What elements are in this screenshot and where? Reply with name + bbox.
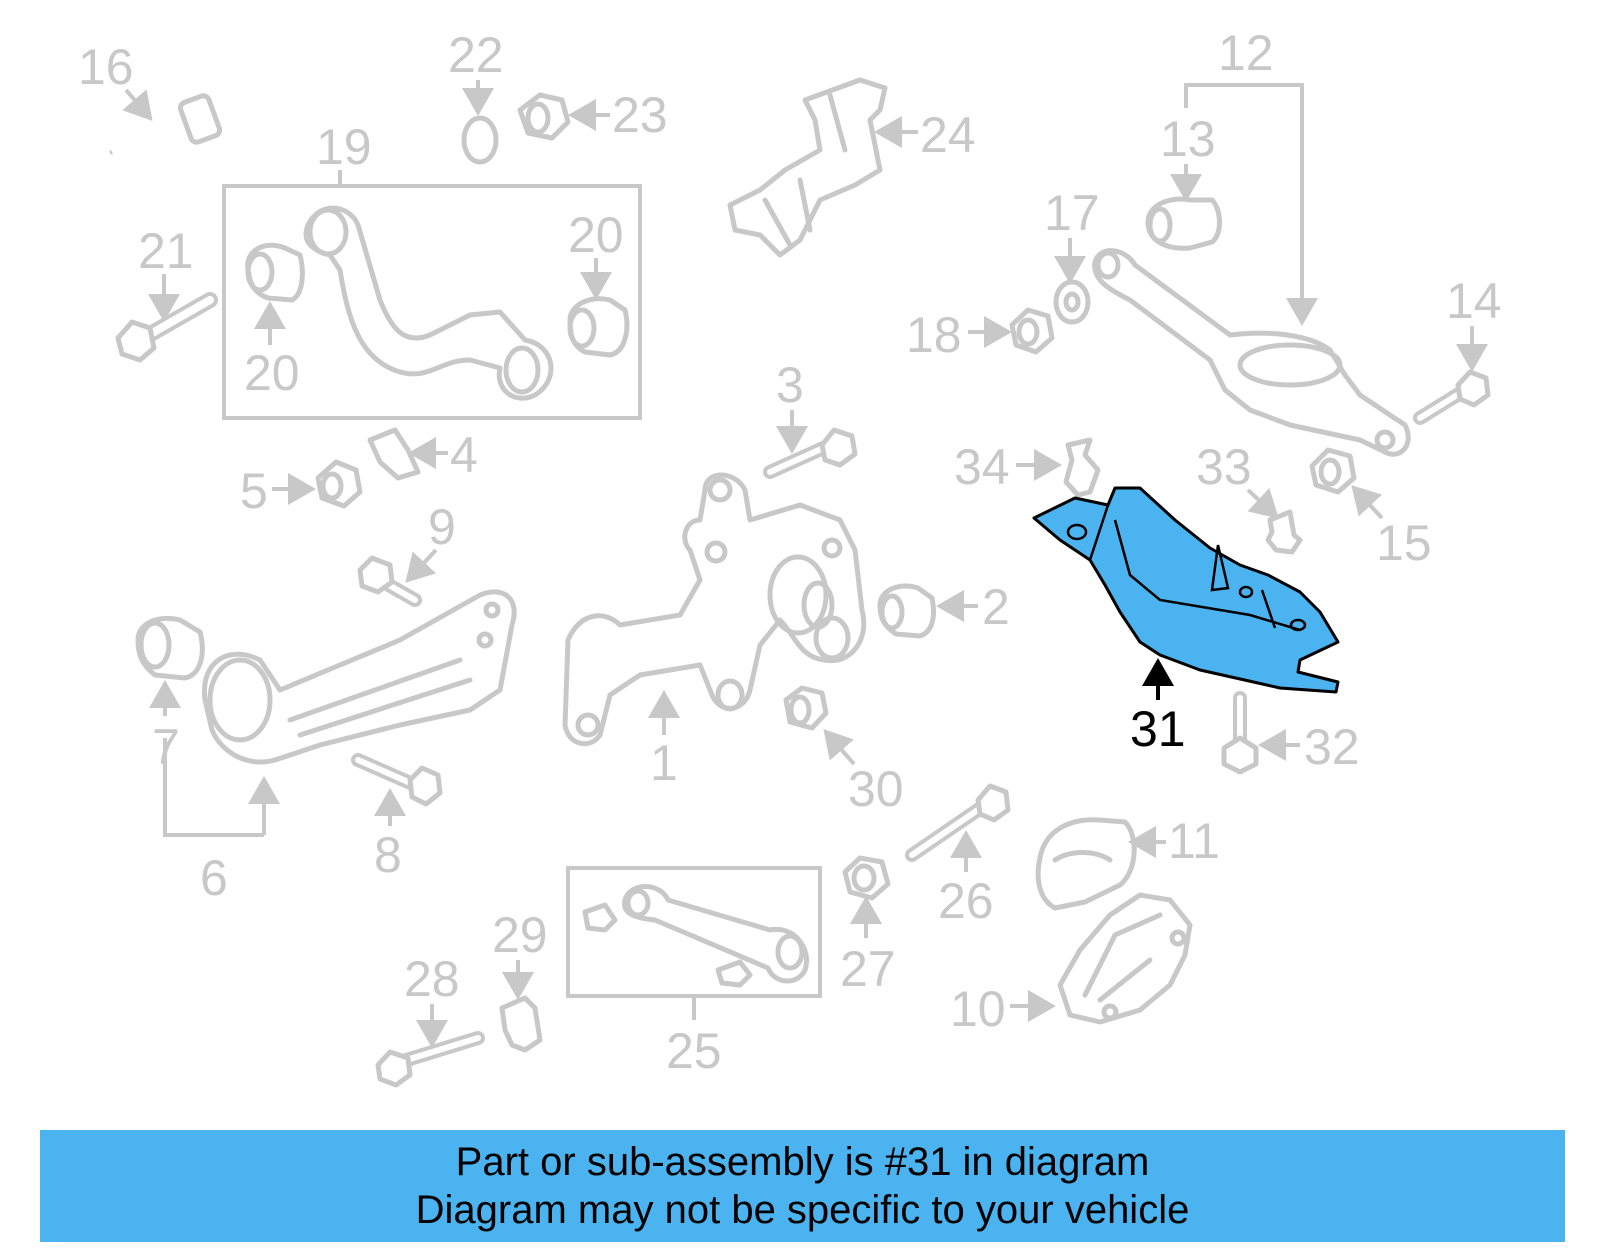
info-banner: Part or sub-assembly is #31 in diagram D…	[40, 1130, 1565, 1242]
label-24[interactable]: 24	[920, 107, 976, 163]
part-24-bracket	[727, 77, 888, 258]
label-15[interactable]: 15	[1376, 515, 1432, 571]
part-10-bracket	[1057, 892, 1193, 1025]
label-21[interactable]: 21	[138, 223, 194, 279]
part-30-nut	[783, 685, 829, 731]
label-4[interactable]: 4	[450, 427, 478, 483]
part-8-bolt	[351, 753, 443, 807]
label-14[interactable]: 14	[1446, 273, 1502, 329]
label-23[interactable]: 23	[612, 87, 668, 143]
part-16-bolt	[109, 93, 223, 155]
label-32[interactable]: 32	[1304, 719, 1360, 775]
label-30[interactable]: 30	[848, 761, 904, 817]
part-17-washer	[1053, 279, 1091, 325]
part-3-bolt	[763, 427, 858, 479]
part-14-bolt	[1413, 369, 1491, 425]
part-7-bushing	[135, 615, 205, 681]
part-5-nut	[315, 459, 363, 509]
label-31[interactable]: 31	[1130, 701, 1186, 757]
part-12-lower-arm	[1092, 248, 1411, 457]
label-34[interactable]: 34	[954, 439, 1010, 495]
part-28-bolt	[375, 1031, 485, 1088]
part-9-bolt	[357, 555, 422, 607]
label-5[interactable]: 5	[240, 463, 268, 519]
label-11[interactable]: 11	[1168, 813, 1220, 869]
part-18-nut	[1009, 307, 1055, 355]
label-1[interactable]: 1	[650, 735, 678, 791]
part-4-plate	[367, 427, 421, 481]
label-10[interactable]: 10	[950, 981, 1006, 1037]
label-27[interactable]: 27	[840, 941, 896, 997]
part-26-bolt	[905, 783, 1011, 862]
banner-line-2: Diagram may not be specific to your vehi…	[415, 1188, 1190, 1232]
part-32-bolt	[1221, 691, 1259, 775]
part-34-clip	[1063, 437, 1101, 498]
part-1-knuckle	[562, 472, 867, 747]
part-6-trailing-arm	[201, 589, 517, 765]
label-8[interactable]: 8	[374, 827, 402, 883]
part-11-cover	[1035, 817, 1137, 911]
label-26[interactable]: 26	[938, 873, 994, 929]
label-22[interactable]: 22	[448, 27, 504, 83]
label-13[interactable]: 13	[1160, 111, 1216, 167]
part-20-bushing-right	[567, 296, 630, 358]
part-29-plate	[499, 995, 543, 1053]
label-28[interactable]: 28	[404, 951, 460, 1007]
info-banner-background	[40, 1130, 1565, 1242]
label-20-right[interactable]: 20	[568, 207, 624, 263]
label-3[interactable]: 3	[776, 357, 804, 413]
part-25-link	[582, 884, 809, 988]
label-33[interactable]: 33	[1196, 439, 1252, 495]
label-2[interactable]: 2	[982, 579, 1010, 635]
label-6[interactable]: 6	[200, 850, 228, 906]
label-19[interactable]: 19	[316, 119, 372, 175]
part-22-o-ring	[461, 115, 499, 165]
part-27-nut	[842, 855, 891, 901]
part-2-bushing	[877, 583, 936, 639]
label-12[interactable]: 12	[1218, 25, 1274, 81]
label-9[interactable]: 9	[428, 499, 456, 555]
part-15-nut	[1309, 447, 1357, 495]
label-25[interactable]: 25	[666, 1023, 722, 1079]
label-29[interactable]: 29	[492, 907, 548, 963]
part-13-bushing	[1145, 196, 1222, 251]
part-33-pin	[1265, 509, 1303, 555]
label-7[interactable]: 7	[152, 719, 180, 775]
label-20-left[interactable]: 20	[244, 345, 300, 401]
part-20-bushing-left	[245, 242, 305, 303]
label-18[interactable]: 18	[906, 307, 962, 363]
label-16[interactable]: 16	[78, 39, 134, 95]
part-19-upper-arm	[303, 205, 554, 401]
group-19-box	[222, 184, 642, 420]
part-23-nut	[517, 92, 571, 141]
part-31-splash-guard[interactable]	[1032, 486, 1340, 694]
label-17[interactable]: 17	[1044, 185, 1100, 241]
banner-line-1: Part or sub-assembly is #31 in diagram	[455, 1140, 1150, 1184]
